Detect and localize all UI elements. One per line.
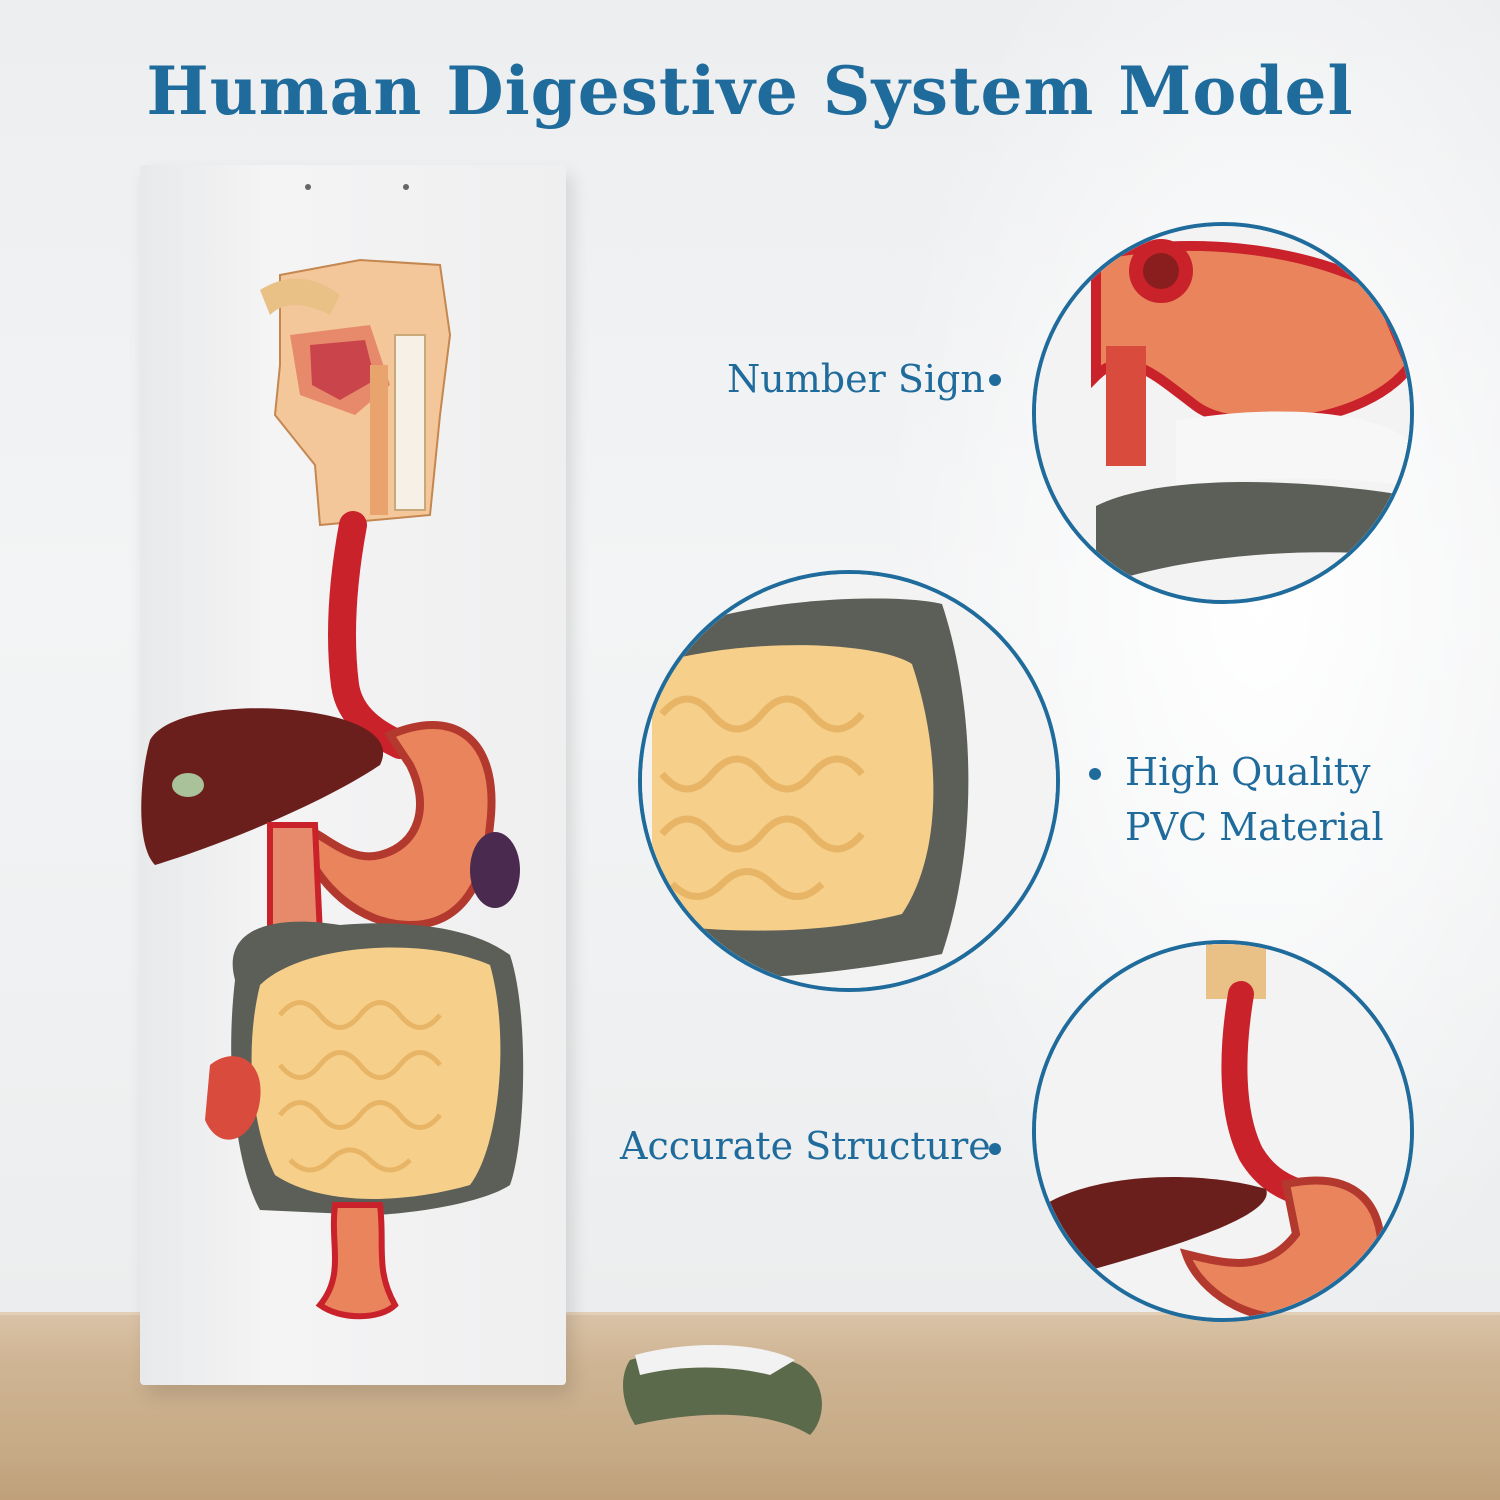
intestine-closeup-callout xyxy=(638,570,1060,992)
stomach-closeup-image xyxy=(1036,226,1410,600)
stomach-closeup-callout xyxy=(1032,222,1414,604)
detached-colon-piece xyxy=(623,1344,822,1435)
feature-label-pvc-line-2: PVC Material xyxy=(1125,805,1384,849)
feature-label-pvc-line-1: High Quality xyxy=(1125,750,1371,794)
bullet-dot-icon xyxy=(1089,768,1101,780)
feature-label-accurate-structure: Accurate Structure xyxy=(620,1124,991,1168)
bullet-dot-icon xyxy=(989,374,1001,386)
esophagus-closeup-image xyxy=(1036,944,1410,1318)
intestine-closeup-image xyxy=(642,574,1056,988)
page-title: Human Digestive System Model xyxy=(146,52,1354,130)
model-board xyxy=(140,165,566,1385)
bullet-dot-icon xyxy=(989,1143,1001,1155)
feature-label-number-sign: Number Sign xyxy=(727,357,985,401)
esophagus-closeup-callout xyxy=(1032,940,1414,1322)
digestive-model-illustration xyxy=(141,184,524,1320)
